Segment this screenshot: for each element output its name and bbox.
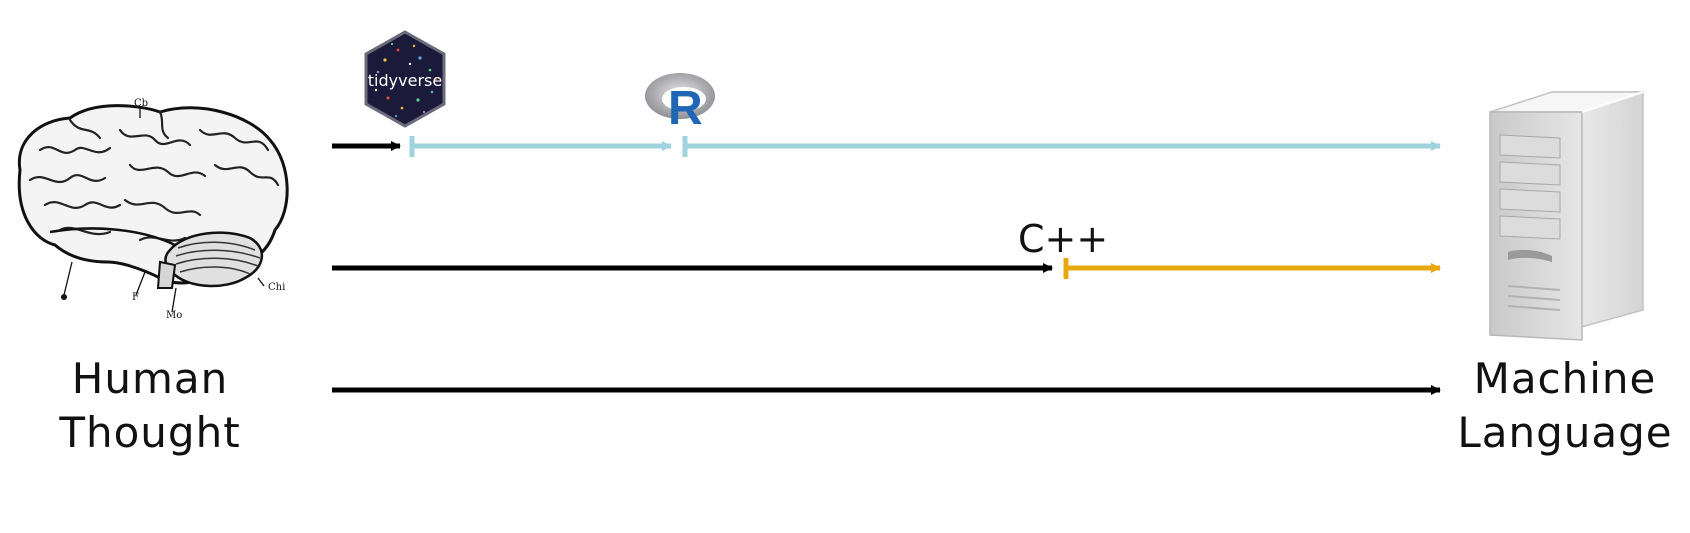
machine-language-label: Machine Language bbox=[1440, 352, 1690, 460]
brain-letter-cb: Cb bbox=[134, 98, 148, 109]
brain-letter-mo: Mo bbox=[166, 310, 182, 321]
cpp-label: C++ bbox=[1018, 217, 1108, 261]
human-thought-line2: Thought bbox=[59, 408, 241, 457]
server-tower-icon bbox=[1489, 91, 1644, 341]
human-thought-label: Human Thought bbox=[20, 352, 280, 460]
tidyverse-logo-text: tidyverse bbox=[368, 71, 442, 90]
r-logo: R bbox=[645, 73, 715, 135]
machine-language-line1: Machine bbox=[1473, 354, 1657, 403]
human-thought-line1: Human bbox=[71, 354, 229, 403]
brain-letter-f: F bbox=[132, 292, 139, 303]
brain-icon: Cb F Mo Chi bbox=[17, 98, 289, 321]
cpp-path bbox=[332, 258, 1441, 279]
tidyverse-r-path bbox=[332, 136, 1441, 157]
r-logo-text: R bbox=[668, 82, 703, 135]
tidyverse-hex-logo: tidyverse bbox=[364, 30, 446, 128]
brain-letter-chi: Chi bbox=[268, 282, 285, 293]
machine-language-line2: Language bbox=[1457, 408, 1673, 457]
